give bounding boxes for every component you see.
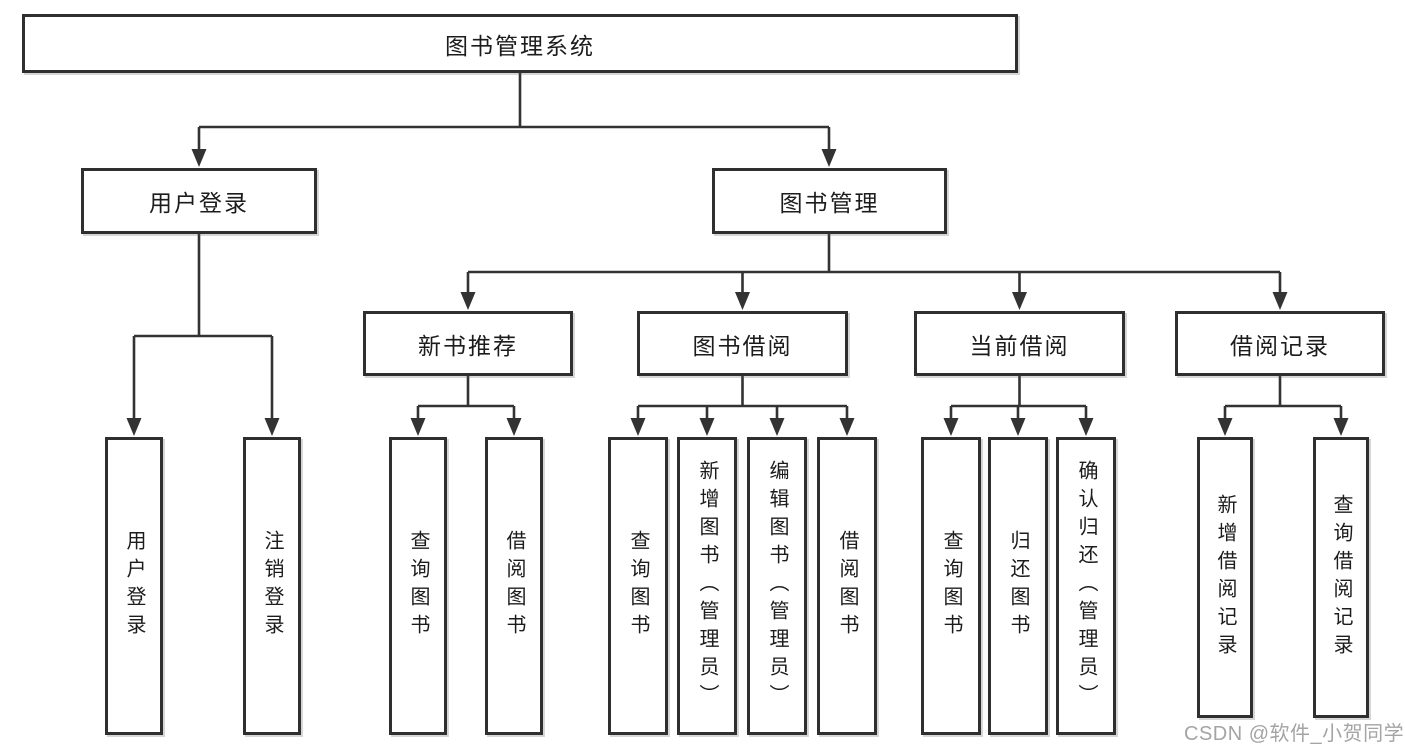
edge-records-to-leaves	[1223, 376, 1343, 421]
node-label: 用户登录	[123, 530, 145, 642]
node-label: 新增图书（管理员）	[696, 460, 718, 712]
node-leaf-borrow-books: 借阅图书	[817, 437, 877, 735]
edge-book-borrow-to-leaves	[636, 376, 849, 421]
arrowhead	[264, 418, 280, 436]
node-leaf-query-books: 查询图书	[921, 437, 981, 735]
node-label: 图书管理	[779, 190, 880, 216]
node-label: 查询图书	[407, 530, 429, 642]
node-label: 新增借阅记录	[1214, 493, 1236, 662]
node-book-management: 图书管理	[712, 168, 947, 234]
arrowhead	[1272, 292, 1288, 310]
arrowhead	[191, 149, 207, 167]
node-label: 新书推荐	[418, 332, 518, 359]
node-leaf-query-books: 查询图书	[389, 437, 447, 735]
arrowhead	[821, 149, 837, 167]
node-leaf-query-borrow-record: 查询借阅记录	[1313, 437, 1369, 718]
node-label: 借阅记录	[1230, 332, 1330, 359]
node-leaf-confirm-return-admin: 确认归还（管理员）	[1056, 437, 1116, 735]
node-label: 图书借阅	[692, 332, 793, 359]
node-user-login: 用户登录	[81, 168, 317, 234]
node-label: 查询借阅记录	[1330, 493, 1352, 662]
node-leaf-borrow-books: 借阅图书	[485, 437, 543, 735]
node-leaf-query-books: 查询图书	[608, 437, 668, 735]
arrowhead	[126, 418, 142, 436]
node-book-borrowing: 图书借阅	[637, 311, 848, 376]
edge-user-login-to-leaves	[132, 234, 274, 421]
node-current-borrowing: 当前借阅	[914, 311, 1125, 376]
edge-new-book-to-leaves	[416, 376, 516, 421]
edge-root-to-level2	[197, 73, 831, 152]
arrowhead	[410, 418, 426, 436]
node-new-book-recommendation: 新书推荐	[363, 311, 573, 376]
csdn-watermark: CSDN @软件_小贺同学	[1184, 723, 1405, 745]
arrowhead	[699, 418, 715, 436]
arrowhead	[943, 418, 959, 436]
node-label: 查询图书	[627, 530, 649, 642]
arrowhead	[630, 418, 646, 436]
arrowhead	[1012, 292, 1027, 310]
node-label: 图书管理系统	[445, 32, 595, 59]
node-borrowing-records: 借阅记录	[1175, 311, 1385, 376]
arrowhead	[769, 418, 785, 436]
node-leaf-return-books: 归还图书	[988, 437, 1048, 735]
arrowhead	[735, 292, 750, 310]
arrowhead	[1078, 418, 1094, 436]
node-leaf-add-borrow-record: 新增借阅记录	[1197, 437, 1253, 718]
arrowhead	[1010, 418, 1026, 436]
node-label: 用户登录	[149, 190, 249, 216]
node-leaf-user-login: 用户登录	[105, 437, 163, 735]
node-library-management-system: 图书管理系统	[22, 14, 1018, 73]
node-leaf-add-books-admin: 新增图书（管理员）	[677, 437, 737, 735]
arrowhead	[1333, 418, 1349, 436]
arrowhead	[1217, 418, 1233, 436]
node-label: 查询图书	[940, 530, 962, 642]
node-label: 归还图书	[1007, 530, 1029, 642]
arrowhead	[506, 418, 522, 436]
node-label: 借阅图书	[503, 530, 525, 642]
node-leaf-edit-books-admin: 编辑图书（管理员）	[747, 437, 807, 735]
arrowhead	[839, 418, 855, 436]
node-label: 确认归还（管理员）	[1075, 460, 1097, 712]
node-label: 编辑图书（管理员）	[766, 460, 788, 712]
edge-current-to-leaves	[949, 376, 1088, 421]
node-label: 借阅图书	[836, 530, 858, 642]
node-leaf-logout: 注销登录	[243, 437, 301, 735]
node-label: 注销登录	[261, 530, 283, 642]
edge-book-mgmt-to-level3	[466, 234, 1282, 295]
node-label: 当前借阅	[969, 332, 1070, 359]
arrowhead	[460, 292, 476, 310]
